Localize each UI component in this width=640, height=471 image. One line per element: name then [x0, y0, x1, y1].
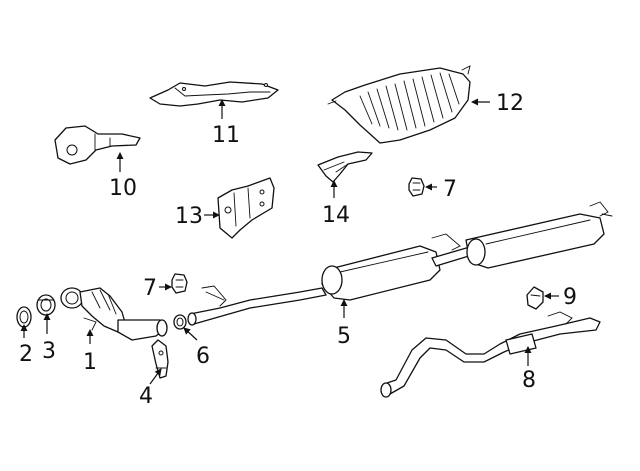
callout-3: 3 — [42, 339, 56, 364]
part-10-bracket[interactable] — [54, 125, 141, 165]
part-13-hanger-bracket[interactable] — [217, 177, 275, 239]
part-9-hanger[interactable] — [526, 286, 544, 310]
part-7-hanger-lower[interactable] — [171, 273, 188, 294]
callout-14: 14 — [322, 203, 350, 228]
part-1-front-pipe-converter[interactable] — [60, 287, 168, 341]
callout-5: 5 — [337, 324, 351, 349]
callout-leaders — [20, 98, 559, 385]
callout-8: 8 — [522, 368, 536, 393]
part-3-seal[interactable] — [36, 294, 56, 316]
part-12-heat-shield[interactable] — [327, 65, 471, 144]
part-5-muffler-assembly[interactable] — [187, 201, 613, 326]
callout-numbers: 1 2 3 4 5 6 7 7 8 9 10 11 12 13 14 — [19, 91, 577, 409]
callout-10: 10 — [109, 176, 137, 201]
callout-4: 4 — [139, 384, 153, 409]
callout-12: 12 — [496, 91, 524, 116]
callout-7-upper: 7 — [443, 177, 457, 202]
callout-9: 9 — [563, 285, 577, 310]
part-11-heat-shield[interactable] — [149, 81, 279, 107]
part-7-hanger-upper[interactable] — [408, 177, 425, 197]
callout-1: 1 — [83, 350, 97, 375]
callout-6: 6 — [196, 344, 210, 369]
callout-13: 13 — [175, 204, 203, 229]
part-4-bracket[interactable] — [151, 339, 169, 379]
callout-2: 2 — [19, 342, 33, 367]
callout-7-lower: 7 — [143, 276, 157, 301]
part-6-clamp[interactable] — [173, 314, 187, 330]
part-8-tail-pipe[interactable] — [380, 311, 601, 398]
part-14-bracket[interactable] — [317, 151, 373, 183]
part-2-gasket[interactable] — [16, 306, 32, 328]
callout-11: 11 — [212, 123, 240, 148]
